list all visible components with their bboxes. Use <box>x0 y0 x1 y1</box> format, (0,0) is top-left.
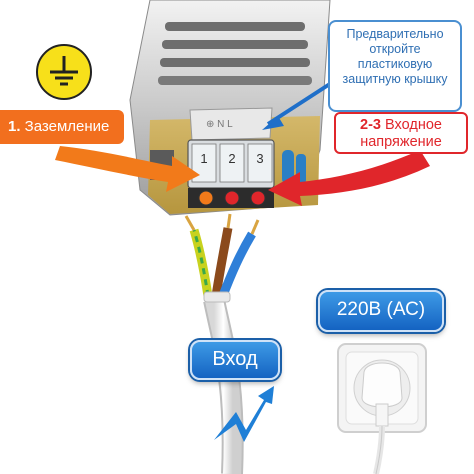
blue-pointer-arrow-icon <box>266 78 338 126</box>
terminal-number-1: 1 <box>200 151 207 166</box>
terminal-screw-ground <box>198 190 214 206</box>
orange-curved-arrow-icon <box>55 146 200 192</box>
hint-line-3: пластиковую <box>357 57 433 71</box>
hint-line-4: защитную крышку <box>342 72 448 86</box>
red-curved-arrow-icon <box>268 150 430 206</box>
hint-line-2: откройте <box>369 42 421 56</box>
input-label-text-2: напряжение <box>360 134 442 150</box>
case-marking-text: ⊕ N L <box>206 119 233 130</box>
terminal-number-3: 3 <box>256 151 263 166</box>
ground-label-number: 1. <box>8 118 21 135</box>
input-label-text-1: Входное <box>381 117 442 133</box>
terminal-screw-input-2 <box>224 190 240 206</box>
ground-symbol-icon <box>36 44 92 100</box>
ground-label-text: Заземление <box>20 118 110 135</box>
input-voltage-label: 2-3 Входное напряжение <box>334 112 468 154</box>
terminal-screw-input-3 <box>250 190 266 206</box>
input-label-number: 2-3 <box>360 117 381 133</box>
terminal-number-2: 2 <box>228 151 235 166</box>
voltage-badge: 220В (АС) <box>318 290 444 332</box>
open-cover-hint: Предварительно откройте пластиковую защи… <box>328 20 462 112</box>
wall-socket-with-plug-icon <box>337 343 427 474</box>
lightning-zigzag-arrow-icon <box>214 386 274 442</box>
terminal-block: 1 2 3 <box>187 139 275 208</box>
hint-line-1: Предварительно <box>346 27 444 41</box>
entry-badge: Вход <box>190 340 280 380</box>
ground-label: 1. Заземление <box>0 110 124 144</box>
